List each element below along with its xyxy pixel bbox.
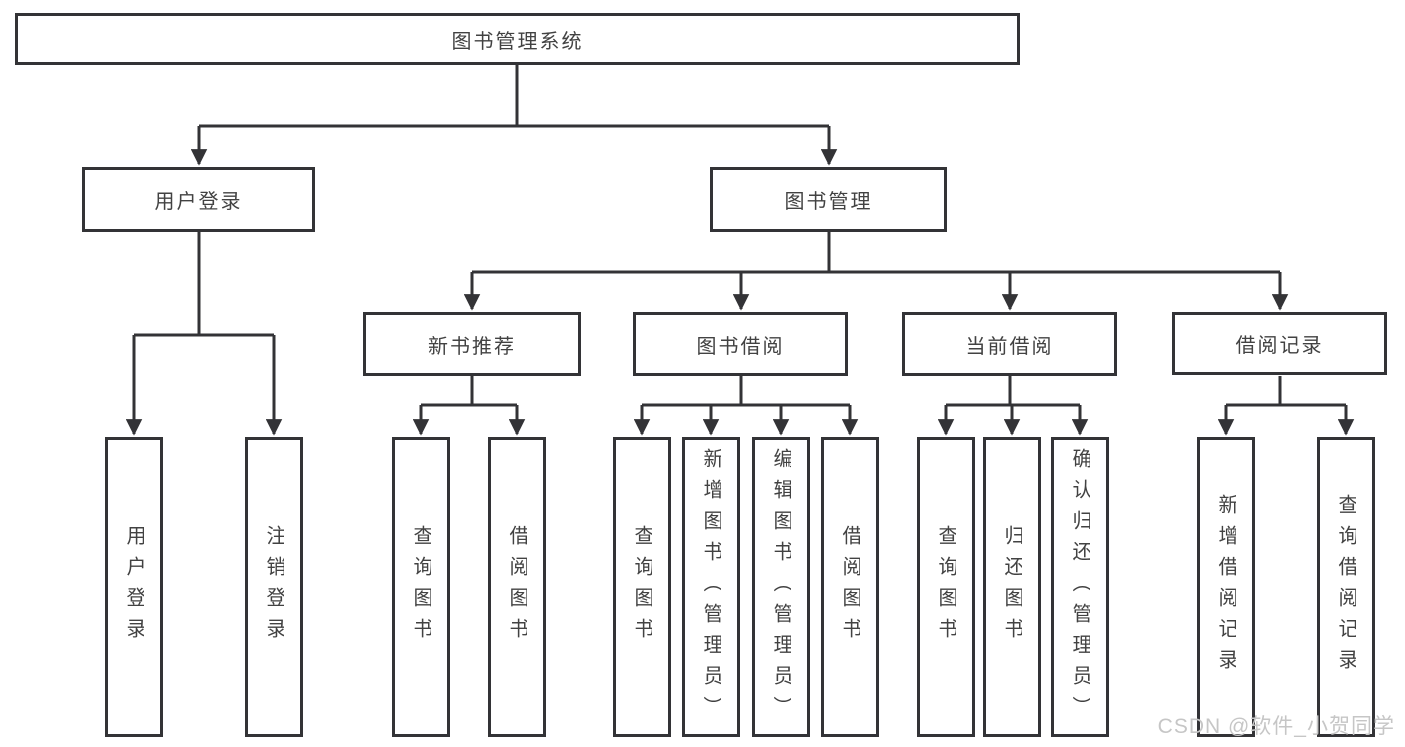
node-borrow-records: 借阅记录: [1172, 312, 1387, 375]
leaf-borrow-books-2-label: 借阅图书: [840, 525, 860, 649]
node-current-borrow-label: 当前借阅: [965, 335, 1054, 358]
leaf-logout-label: 注销登录: [264, 525, 284, 649]
node-book-management: 图书管理: [710, 167, 947, 232]
leaf-add-borrow-record: 新增借阅记录: [1197, 437, 1255, 737]
node-new-book-recommend: 新书推荐: [363, 312, 581, 376]
leaf-return-books: 归还图书: [983, 437, 1041, 737]
node-root: 图书管理系统: [15, 13, 1020, 65]
node-current-borrow: 当前借阅: [902, 312, 1117, 376]
leaf-borrow-books-1: 借阅图书: [488, 437, 546, 737]
leaf-confirm-return-admin-label: 确认归还（管理员）: [1070, 447, 1090, 727]
node-book-management-label: 图书管理: [784, 191, 873, 213]
leaf-confirm-return-admin: 确认归还（管理员）: [1051, 437, 1109, 737]
leaf-borrow-books-2: 借阅图书: [821, 437, 879, 737]
node-book-borrow-label: 图书借阅: [696, 335, 785, 358]
leaf-edit-books-admin-label: 编辑图书（管理员）: [771, 447, 791, 727]
node-book-borrow: 图书借阅: [633, 312, 848, 376]
node-root-label: 图书管理系统: [451, 30, 584, 53]
leaf-add-borrow-record-label: 新增借阅记录: [1216, 494, 1236, 680]
node-user-login-label: 用户登录: [154, 191, 243, 213]
leaf-return-books-label: 归还图书: [1002, 525, 1022, 649]
leaf-query-borrow-record-label: 查询借阅记录: [1336, 494, 1356, 680]
node-new-book-recommend-label: 新书推荐: [428, 335, 516, 358]
leaf-query-books-1: 查询图书: [392, 437, 450, 737]
leaf-query-books-2: 查询图书: [613, 437, 671, 737]
leaf-user-login: 用户登录: [105, 437, 163, 737]
leaf-query-books-3-label: 查询图书: [936, 525, 956, 649]
leaf-edit-books-admin: 编辑图书（管理员）: [752, 437, 810, 737]
node-user-login: 用户登录: [82, 167, 315, 232]
leaf-query-books-2-label: 查询图书: [632, 525, 652, 649]
leaf-logout: 注销登录: [245, 437, 303, 737]
leaf-add-books-admin-label: 新增图书（管理员）: [701, 447, 721, 727]
leaf-add-books-admin: 新增图书（管理员）: [682, 437, 740, 737]
leaf-query-borrow-record: 查询借阅记录: [1317, 437, 1375, 737]
leaf-user-login-label: 用户登录: [124, 525, 144, 649]
csdn-watermark: CSDN @软件_小贺同学: [1157, 715, 1395, 738]
leaf-query-books-1-label: 查询图书: [411, 525, 431, 649]
leaf-query-books-3: 查询图书: [917, 437, 975, 737]
node-borrow-records-label: 借阅记录: [1235, 335, 1324, 357]
leaf-borrow-books-1-label: 借阅图书: [507, 525, 527, 649]
